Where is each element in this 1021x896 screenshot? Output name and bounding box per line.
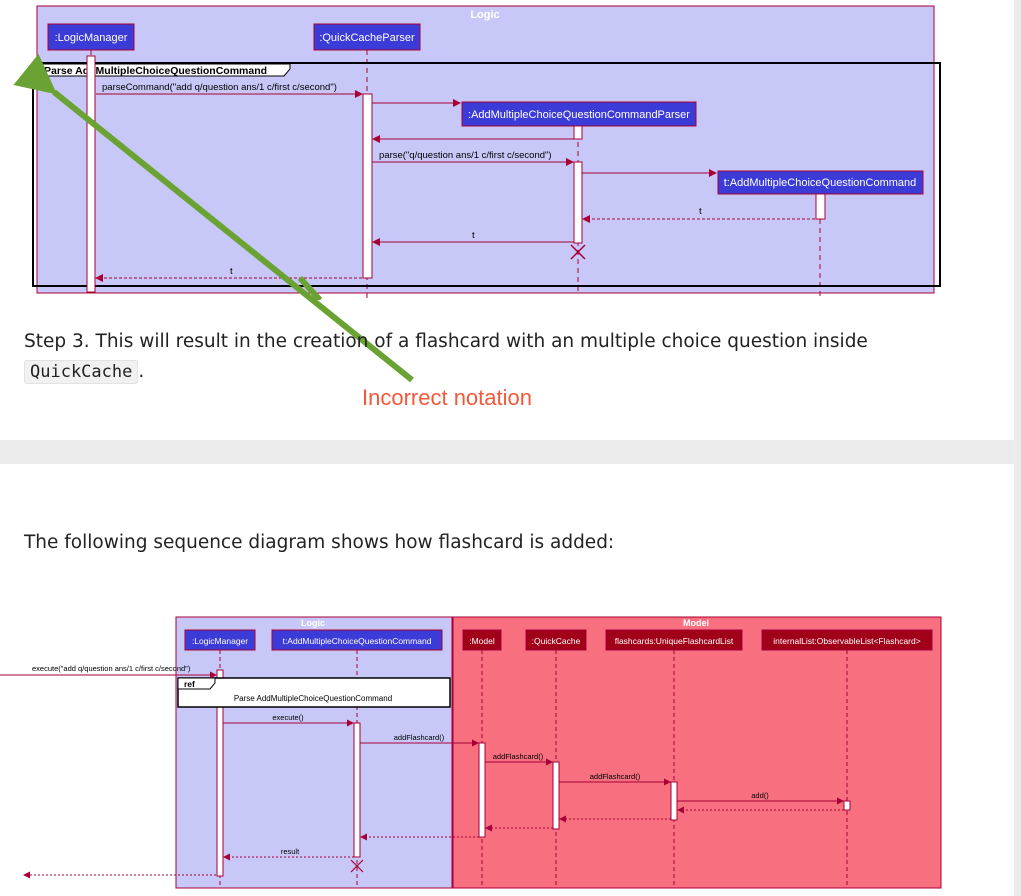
- model-box-title: Model: [683, 618, 709, 628]
- intro-paragraph: The following sequence diagram shows how…: [24, 532, 615, 553]
- activation-quickcacheparser: [362, 93, 373, 279]
- ref-frame-tab: [177, 677, 216, 690]
- participant-logicmanager-label: :LogicManager: [55, 32, 128, 44]
- participant2-quickcache-label: :QuickCache: [532, 636, 581, 646]
- participant2-internallist-label: internalList:ObservableList<Flashcard>: [773, 636, 920, 646]
- activation2-logicmanager: [216, 669, 224, 877]
- msg2-add-label: add(): [751, 791, 769, 800]
- activation2-model: [478, 742, 486, 838]
- activation2-command: [353, 722, 361, 858]
- section-separator: [0, 440, 1014, 464]
- participant-command: [717, 170, 924, 195]
- activation-logicmanager: [86, 55, 96, 293]
- msg-parse-command-label: parseCommand("add q/question ans/1 c/fir…: [102, 82, 337, 93]
- participant-logicmanager: [47, 23, 135, 51]
- msg-return-t-1-label: t: [699, 206, 702, 217]
- msg2-addflashcard-2-label: addFlashcard(): [493, 752, 544, 761]
- msg-parse-label: parse("q/question ans/1 c/first c/second…: [379, 150, 552, 161]
- participant-command-label: t:AddMultipleChoiceQuestionCommand: [724, 177, 917, 189]
- destroy-cmdparser-icon: [570, 244, 586, 260]
- participant2-logicmanager-label: :LogicManager: [192, 636, 248, 646]
- msg-return-t-2-label: t: [472, 230, 475, 241]
- incorrect-notation-label: Incorrect notation: [362, 385, 532, 410]
- participant2-logicmanager: [184, 629, 256, 651]
- participant2-model: [462, 629, 502, 651]
- participant2-model-label: :Model: [469, 636, 495, 646]
- activation2-internallist: [843, 800, 851, 811]
- sequence-diagram-parse: Logic :LogicManager :QuickCacheParser Pa…: [32, 5, 941, 300]
- ref-frame: [177, 677, 451, 708]
- participant-quickcacheparser-label: :QuickCacheParser: [319, 32, 415, 44]
- logic-box: [36, 5, 935, 294]
- step3-paragraph: Step 3. This will result in the creation…: [24, 327, 984, 387]
- msg2-execute-label: execute(): [272, 713, 304, 722]
- logic-box-2-title: Logic: [301, 618, 325, 628]
- activation2-quickcache: [552, 761, 560, 830]
- participant2-quickcache: [525, 629, 587, 651]
- step3-text: Step 3. This will result in the creation…: [24, 331, 868, 352]
- parse-frame: [32, 62, 941, 287]
- ref-tag: ref: [184, 679, 195, 689]
- destroy-command-icon: [350, 859, 364, 873]
- logic-box-title: Logic: [470, 9, 499, 21]
- participant2-flashcards-label: flashcards:UniqueFlashcardList: [615, 636, 734, 646]
- participant2-command-label: t:AddMultipleChoiceQuestionCommand: [283, 636, 432, 646]
- participant-quickcacheparser: [313, 23, 421, 51]
- msg2-addflashcard-3-label: addFlashcard(): [590, 772, 641, 781]
- participant2-command: [271, 629, 443, 651]
- scrollbar[interactable]: [1014, 0, 1021, 896]
- msg-return-t-3-label: t: [230, 266, 233, 277]
- parse-frame-label: Parse AddMultipleChoiceQuestionCommand: [44, 65, 267, 77]
- participant2-flashcards: [605, 629, 743, 651]
- participant-cmdparser: [461, 101, 697, 127]
- sequence-diagram-add-flashcard: Logic Model :LogicManager t:AddMultipleC…: [0, 616, 942, 889]
- msg2-result-label: result: [281, 847, 300, 856]
- participant2-internallist: [761, 629, 933, 651]
- participant-cmdparser-label: :AddMultipleChoiceQuestionCommandParser: [468, 109, 690, 121]
- annotation-arrow: [297, 275, 323, 300]
- msg2-execute-in-label: execute("add q/question ans/1 c/first c/…: [32, 664, 191, 673]
- msg2-addflashcard-1-label: addFlashcard(): [394, 733, 445, 742]
- incorrect-notation-arrow: [13, 53, 414, 383]
- ref-label: Parse AddMultipleChoiceQuestionCommand: [234, 694, 392, 703]
- quickcache-code: QuickCache: [24, 360, 139, 384]
- step3-tail: .: [138, 361, 145, 382]
- model-box: [452, 616, 942, 889]
- activation-cmdparser: [573, 161, 583, 244]
- activation2-flashcards: [670, 781, 678, 821]
- annotation-arrow-overlay: [13, 53, 414, 383]
